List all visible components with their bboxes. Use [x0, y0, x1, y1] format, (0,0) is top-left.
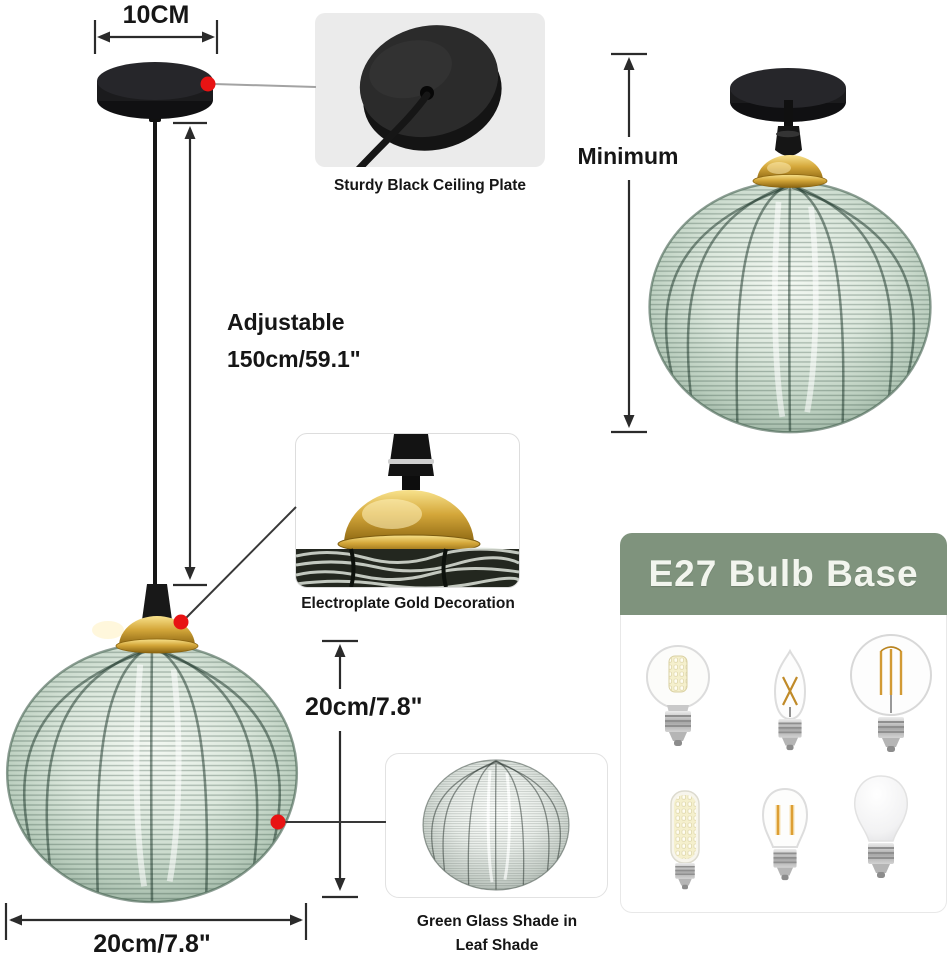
- corn-globe-bulb-icon: [646, 645, 710, 747]
- inset-gold-decoration-photo: [295, 433, 520, 588]
- ceiling-plate-caption: Sturdy Black Ceiling Plate: [333, 177, 527, 194]
- minimum-label: Minimum: [573, 143, 683, 170]
- glass-texture-closeup: [296, 547, 519, 587]
- gold-cap: [119, 616, 195, 646]
- inset-ceiling-plate-photo: [315, 13, 545, 167]
- glass-shade-caption-line1: Green Glass Shade in: [416, 913, 578, 930]
- connector-gold-inset: [185, 506, 297, 619]
- adjustable-height-measure: [173, 121, 207, 587]
- bulb-base-title: E27 Bulb Base: [648, 553, 919, 594]
- red-marker-gold: [173, 614, 189, 630]
- red-marker-plate: [200, 76, 216, 92]
- glass-shade-closeup: [422, 758, 571, 892]
- glass-shade-minimum: [647, 178, 934, 436]
- plate-cord: [355, 91, 431, 167]
- minimum-lamp: [647, 68, 934, 436]
- candle-filament-bulb-icon: [773, 648, 807, 751]
- corn-tube-bulb-icon: [670, 790, 700, 890]
- glass-shade-caption-line2: Leaf Shade: [455, 937, 539, 954]
- adjustable-value-label: 150cm/59.1": [227, 346, 361, 372]
- ceiling-plate-minimum: [730, 68, 846, 108]
- minimum-height-measure: [611, 52, 647, 434]
- cord-fitting: [149, 110, 161, 122]
- shade-height-measure: [322, 639, 358, 899]
- shade-height-label: 20cm/7.8": [303, 693, 425, 722]
- lamp-socket: [142, 584, 172, 620]
- shade-width-label: 20cm/7.8": [93, 930, 211, 958]
- socket-closeup: [388, 434, 434, 476]
- ceiling-plate: [97, 62, 213, 119]
- red-marker-glass: [270, 814, 286, 830]
- bulb-base-header: E27 Bulb Base: [620, 533, 947, 615]
- frosted-led-bulb-icon: [854, 775, 908, 879]
- plate-width-label: 10CM: [122, 1, 190, 29]
- gold-decoration-caption: Electroplate Gold Decoration: [301, 595, 515, 612]
- bulb-base-panel: [620, 615, 947, 913]
- st-filament-bulb-icon: [761, 787, 809, 881]
- globe-filament-bulb-icon: [850, 634, 932, 753]
- inset-glass-shade-photo: [385, 753, 608, 898]
- adjustable-label: Adjustable: [227, 309, 345, 335]
- connector-plate-inset: [213, 83, 317, 88]
- glass-shade-main: [4, 640, 300, 906]
